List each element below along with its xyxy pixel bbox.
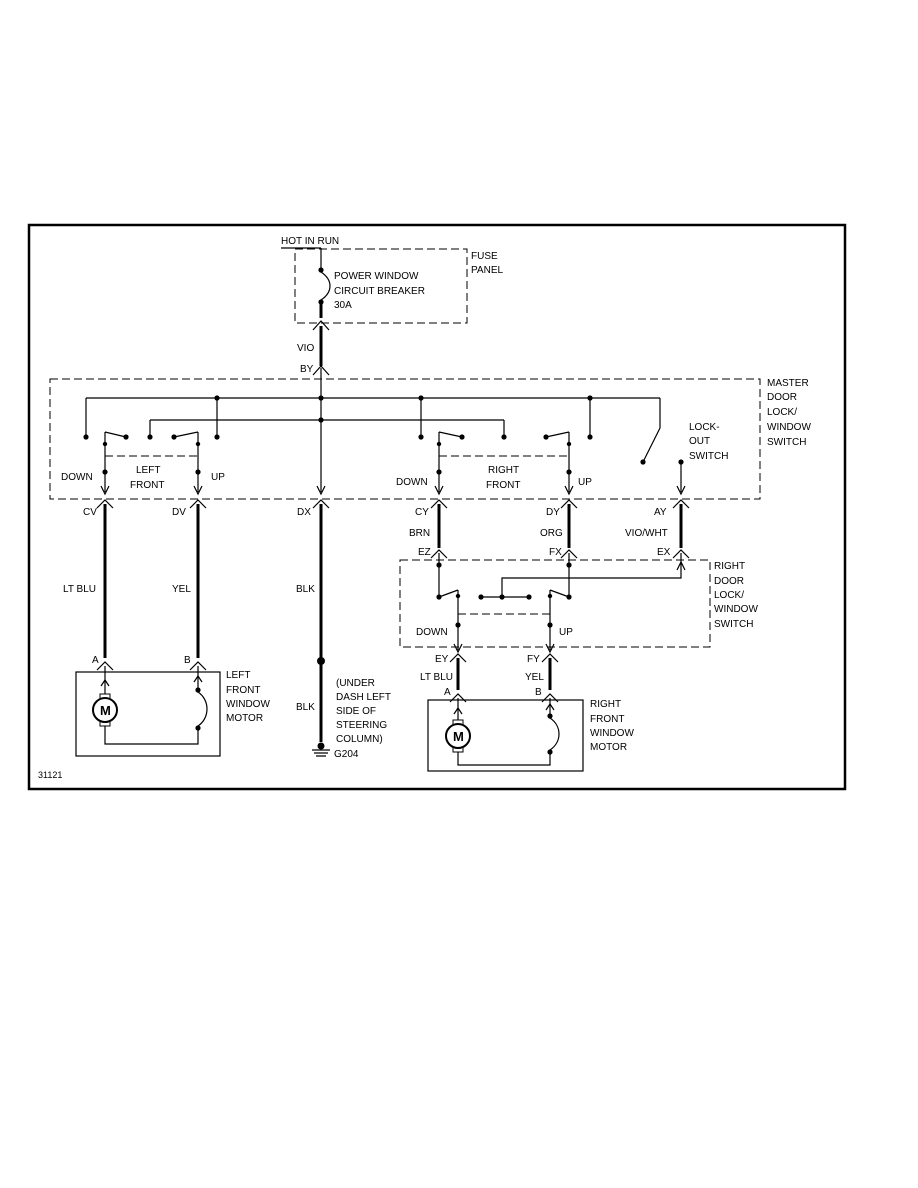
left-motor-pin-a: A bbox=[92, 655, 99, 666]
wire-blk-lower: BLK bbox=[296, 702, 315, 713]
wire-yel-left: YEL bbox=[172, 584, 191, 595]
master-switch-label-line1: MASTER bbox=[767, 378, 809, 389]
right-door-switch: RIGHT DOOR LOCK/ WINDOW SWITCH DOWN UP bbox=[399, 553, 758, 654]
figure-id: 31121 bbox=[38, 770, 62, 780]
circuit-breaker-symbol bbox=[318, 248, 331, 318]
master-down-right-label: DOWN bbox=[396, 477, 428, 488]
connector-fx-label: FX bbox=[549, 547, 562, 558]
lockout-label-line1: LOCK- bbox=[689, 422, 720, 433]
connector-fy-label: FY bbox=[527, 654, 540, 665]
connector-cy-label: CY bbox=[415, 507, 429, 518]
lockout-label-line2: OUT bbox=[689, 436, 710, 447]
connector-dx-label: DX bbox=[297, 507, 311, 518]
right-motor-label-line1: RIGHT bbox=[590, 699, 621, 710]
wire-blk-upper: BLK bbox=[296, 584, 315, 595]
left-motor-pin-b: B bbox=[184, 655, 191, 666]
left-motor-symbol-letter: M bbox=[100, 703, 111, 718]
right-motor-symbol bbox=[445, 723, 471, 749]
right-motor-pin-a: A bbox=[444, 687, 451, 698]
fuse-panel-label-line1: FUSE bbox=[471, 251, 498, 262]
right-motor-label-line3: WINDOW bbox=[590, 728, 634, 739]
right-switch-label-line4: WINDOW bbox=[714, 604, 758, 615]
master-switch-label-line5: SWITCH bbox=[767, 437, 806, 448]
wire-lt-blu-right: LT BLU bbox=[420, 672, 453, 683]
wire-brn: BRN bbox=[409, 528, 430, 539]
left-motor-box bbox=[75, 671, 221, 757]
left-motor-symbol bbox=[92, 697, 118, 723]
master-switch-label-line4: WINDOW bbox=[767, 422, 811, 433]
left-motor-label-line2: FRONT bbox=[226, 685, 260, 696]
connector-cv-label: CV bbox=[83, 507, 97, 518]
right-switch-label-line1: RIGHT bbox=[714, 561, 745, 572]
right-motor-symbol-letter: M bbox=[453, 729, 464, 744]
wire-lt-blu-left: LT BLU bbox=[63, 584, 96, 595]
left-motor-label-line4: MOTOR bbox=[226, 713, 263, 724]
wire-yel-right: YEL bbox=[525, 672, 544, 683]
ground-note-line3: SIDE OF bbox=[336, 706, 376, 717]
right-motor-pin-b: B bbox=[535, 687, 542, 698]
right-front-circuit: EY FY LT BLU YEL A B M RIGHT FRONT WINDO… bbox=[420, 653, 634, 772]
lockout-label-line3: SWITCH bbox=[689, 451, 728, 462]
master-switch-label-line3: LOCK/ bbox=[767, 407, 797, 418]
connector-ex-label: EX bbox=[657, 547, 671, 558]
ground-id-label: G204 bbox=[334, 749, 359, 760]
master-up-left-label: UP bbox=[211, 472, 225, 483]
ground-note-line4: STEERING bbox=[336, 720, 387, 731]
master-down-left-label: DOWN bbox=[61, 472, 93, 483]
hot-in-run-label: HOT IN RUN bbox=[281, 236, 339, 247]
right-switch-down-label: DOWN bbox=[416, 627, 448, 638]
fuse-panel: HOT IN RUN POWER WINDOW CIRCUIT BREAKER … bbox=[281, 236, 503, 380]
ground-circuit: BLK BLK (UNDER DASH LEFT SIDE OF STEERIN… bbox=[296, 504, 391, 760]
ground-note-line1: (UNDER bbox=[336, 678, 375, 689]
ground-note-line2: DASH LEFT bbox=[336, 692, 391, 703]
wire-org: ORG bbox=[540, 528, 563, 539]
right-switch-label-line2: DOOR bbox=[714, 576, 744, 587]
connector-ey-label: EY bbox=[435, 654, 449, 665]
ground-note-line5: COLUMN) bbox=[336, 734, 383, 745]
fuse-panel-label-line2: PANEL bbox=[471, 265, 503, 276]
wire-vio-wht: VIO/WHT bbox=[625, 528, 668, 539]
right-switch-label-line3: LOCK/ bbox=[714, 590, 744, 601]
vio-wire-label: VIO bbox=[297, 343, 314, 354]
left-front-circuit: LT BLU YEL A B M LEFT FRONT WINDOW MOTOR bbox=[63, 504, 270, 757]
connector-ay-label: AY bbox=[654, 507, 667, 518]
diagram-frame bbox=[27, 223, 847, 791]
connector-ez-label: EZ bbox=[418, 547, 431, 558]
master-switch-label-line2: DOOR bbox=[767, 392, 797, 403]
connector-dy-label: DY bbox=[546, 507, 560, 518]
master-switch: MASTER DOOR LOCK/ WINDOW SWITCH bbox=[49, 378, 811, 500]
master-connectors: CV DV DX CY DY AY bbox=[83, 499, 690, 518]
right-motor-label-line2: FRONT bbox=[590, 714, 624, 725]
master-up-right-label: UP bbox=[578, 477, 592, 488]
right-switch-up-label: UP bbox=[559, 627, 573, 638]
breaker-label-line1: POWER WINDOW bbox=[334, 271, 419, 282]
right-switch-label-line5: SWITCH bbox=[714, 619, 753, 630]
master-right-front-line2: FRONT bbox=[486, 480, 520, 491]
connector-dv-label: DV bbox=[172, 507, 186, 518]
right-motor-label-line4: MOTOR bbox=[590, 742, 627, 753]
master-right-front-line1: RIGHT bbox=[488, 465, 519, 476]
breaker-label-line2: CIRCUIT BREAKER bbox=[334, 286, 425, 297]
connector-by-label: BY bbox=[300, 364, 314, 375]
master-left-front-line1: LEFT bbox=[136, 465, 160, 476]
left-motor-label-line3: WINDOW bbox=[226, 699, 270, 710]
breaker-label-line3: 30A bbox=[334, 300, 352, 311]
left-motor-label-line1: LEFT bbox=[226, 670, 250, 681]
master-left-front-line2: FRONT bbox=[130, 480, 164, 491]
right-motor-box bbox=[427, 699, 584, 772]
right-switch-feeds: BRN ORG VIO/WHT EZ FX EX bbox=[409, 504, 690, 559]
